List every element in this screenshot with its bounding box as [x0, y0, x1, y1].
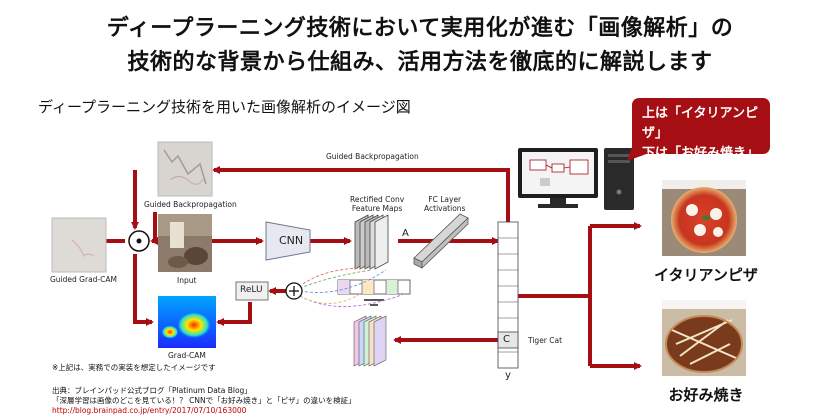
callout-line2: 下は「お好み焼き」 [642, 146, 760, 161]
source-line1: 出典：ブレインパッド公式ブログ「Platinum Data Blog」 [52, 386, 252, 395]
okonomiyaki-image [662, 300, 746, 376]
page-title-line1: ディープラーニング技術において実用化が進む「画像解析」の [106, 16, 734, 41]
gradcam-to-multiply-arrow [133, 254, 154, 326]
relu-to-gradcam-arrow [216, 302, 252, 326]
guided-gradcam-label: Guided Grad-CAM [50, 275, 117, 284]
fc-layer-label: FC Layer Activations [424, 195, 465, 213]
y-label: y [505, 370, 511, 381]
a-label: A [402, 228, 409, 239]
callout-line1: 上は「イタリアンピザ」 [642, 106, 758, 141]
c-label: C [503, 334, 510, 345]
pizza-label: イタリアンピザ [654, 266, 758, 284]
feature-maps-stack [354, 214, 389, 270]
rectified-conv-line2: Feature Maps [351, 204, 403, 213]
fc-layer [413, 213, 469, 269]
tiger-cat-label: Tiger Cat [528, 336, 563, 345]
weights-strip [337, 279, 411, 306]
fc-layer-line2: Activations [424, 204, 466, 213]
pizza-image [662, 180, 746, 256]
guided-gradcam-image [51, 217, 107, 273]
page-title-line2: 技術的な背景から仕組み、活用方法を徹底的に解説します [127, 50, 713, 75]
rectified-conv-label: Rectified Conv Feature Maps [350, 195, 404, 213]
source-line2: 「深層学習は画像のどこを見ている！？ CNNで「お好み焼き」と「ピザ」の違いを検… [52, 396, 356, 405]
guided-backprop-arrow [212, 166, 510, 222]
guided-backprop-top-label: Guided Backpropagation [326, 152, 419, 161]
cnn-block [265, 221, 311, 261]
input-image [158, 214, 212, 272]
cnn-label: CNN [279, 234, 304, 247]
input-label: Input [177, 276, 197, 285]
gradcam-label: Grad-CAM [168, 351, 206, 360]
source-url-link[interactable]: http://blog.brainpad.co.jp/entry/2017/07… [52, 406, 247, 415]
output-vector-y [497, 221, 519, 369]
relu-box [235, 281, 269, 301]
guided-backprop-image-label: Guided Backpropagation [144, 200, 237, 209]
okonomiyaki-label: お好み焼き [668, 386, 744, 404]
implementation-note: ※上記は、実務での実装を想定したイメージです [52, 363, 216, 372]
gradient-maps-stack [353, 315, 387, 367]
relu-label: ReLU [240, 285, 263, 295]
fc-layer-line1: FC Layer [428, 195, 462, 204]
diagram-subtitle: ディープラーニング技術を用いた画像解析のイメージ図 [38, 98, 411, 116]
computer-icon [518, 148, 634, 210]
source-citation: 出典：ブレインパッド公式ブログ「Platinum Data Blog」 「深層学… [52, 386, 356, 416]
gradcam-heatmap [158, 296, 216, 348]
rectified-conv-line1: Rectified Conv [350, 195, 405, 204]
callout-box: 上は「イタリアンピザ」 下は「お好み焼き」 [632, 98, 770, 161]
